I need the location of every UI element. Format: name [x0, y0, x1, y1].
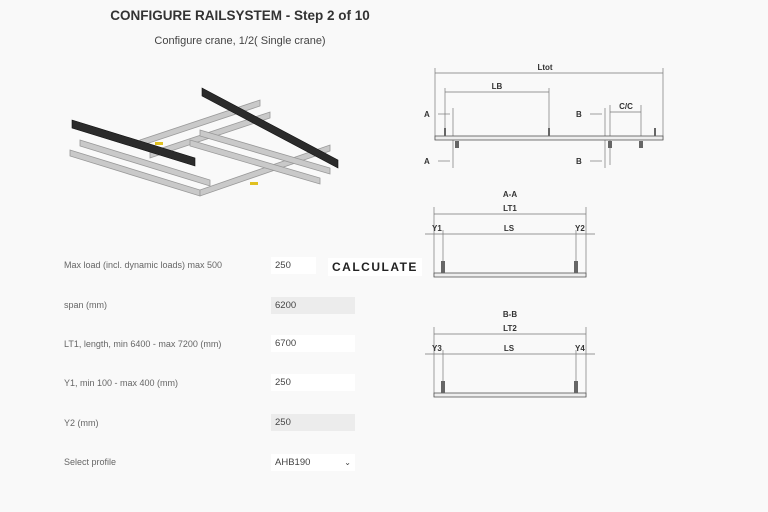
- section-aa-diagram: A-A LT1 Y1 LS Y2: [425, 190, 595, 278]
- section-b-bottom: B: [576, 157, 582, 166]
- title-step: - Step 2 of 10: [281, 8, 370, 23]
- y2-input: [271, 414, 355, 431]
- lb-label: LB: [492, 82, 503, 91]
- bb-lt-label: LT2: [503, 324, 517, 333]
- y1-input[interactable]: [271, 374, 355, 391]
- aa-title: A-A: [503, 190, 517, 199]
- cc-label: C/C: [619, 102, 633, 111]
- bb-right-label: Y4: [575, 344, 585, 353]
- title-main: CONFIGURE RAILSYSTEM: [110, 8, 282, 23]
- crane-illustration: [69, 87, 339, 197]
- lt1-label: LT1, length, min 6400 - max 7200 (mm): [64, 339, 222, 349]
- aa-mid-label: LS: [504, 224, 515, 233]
- side-view-diagram: Ltot LB C/C A A B B: [424, 63, 664, 168]
- section-b-top: B: [576, 110, 582, 119]
- section-bb-diagram: B-B LT2 Y3 LS Y4: [425, 310, 595, 398]
- span-input: [271, 297, 355, 314]
- bb-left-label: Y3: [432, 344, 442, 353]
- chevron-down-icon: ⌄: [344, 458, 351, 467]
- lt1-input[interactable]: [271, 335, 355, 352]
- profile-value: AHB190: [275, 457, 311, 468]
- y1-label: Y1, min 100 - max 400 (mm): [64, 378, 179, 388]
- bb-mid-label: LS: [504, 344, 515, 353]
- max-load-label: Max load (incl. dynamic loads) max 500: [64, 260, 223, 270]
- aa-left-label: Y1: [432, 224, 442, 233]
- page-subtitle: Configure crane, 1/2( Single crane): [154, 35, 326, 47]
- span-label: span (mm): [64, 300, 108, 310]
- section-a-bottom: A: [424, 157, 430, 166]
- page-title: CONFIGURE RAILSYSTEM - Step 2 of 10: [0, 8, 480, 23]
- calculate-button[interactable]: CALCULATE: [328, 258, 422, 276]
- aa-right-label: Y2: [575, 224, 585, 233]
- ltot-label: Ltot: [537, 63, 552, 72]
- aa-lt-label: LT1: [503, 204, 517, 213]
- profile-label: Select profile: [64, 457, 117, 467]
- section-a-top: A: [424, 110, 430, 119]
- y2-label: Y2 (mm): [64, 418, 99, 428]
- profile-select[interactable]: AHB190 ⌄: [271, 454, 355, 471]
- bb-title: B-B: [503, 310, 517, 319]
- max-load-input[interactable]: [271, 257, 316, 274]
